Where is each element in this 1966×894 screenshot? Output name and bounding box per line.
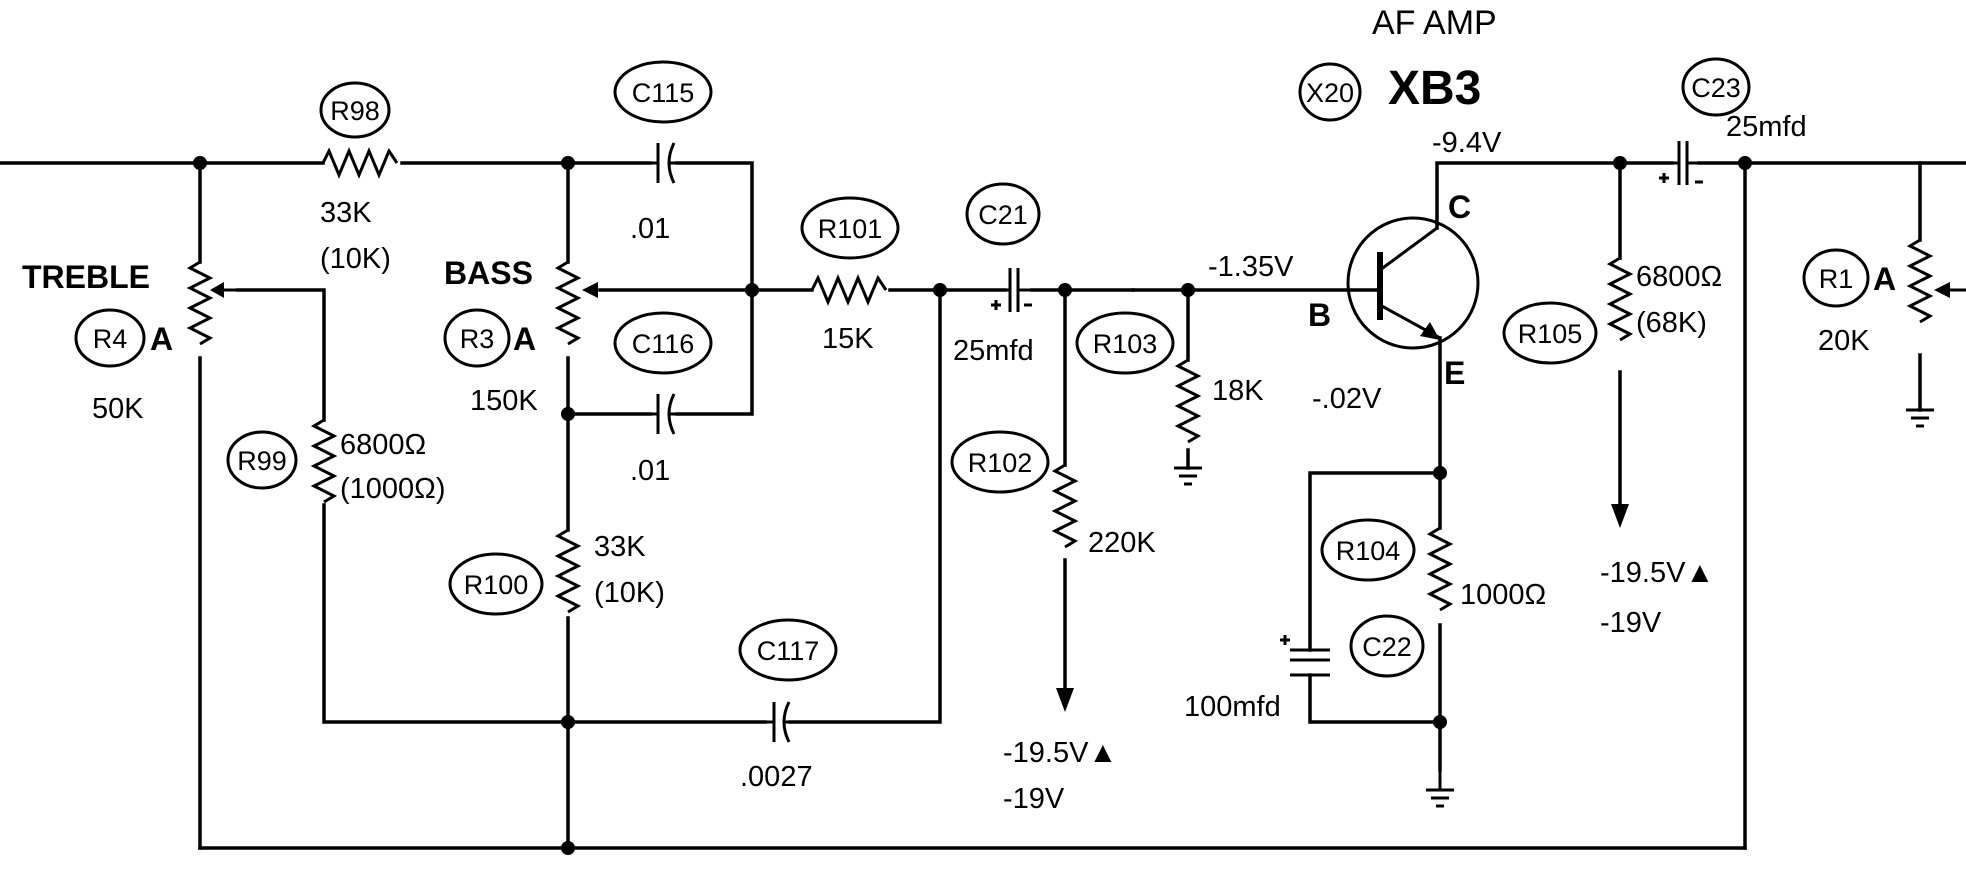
r99-value: 6800Ω <box>340 429 426 461</box>
r98-resistor <box>321 147 399 179</box>
r100-tag: R100 <box>464 570 529 600</box>
c21-value: 25mfd <box>953 335 1034 367</box>
r105-resistor <box>1606 256 1634 342</box>
r100-value: 33K <box>594 531 646 563</box>
r4-potentiometer <box>186 260 238 346</box>
c115-tag-bubble <box>613 60 713 124</box>
bass-label: BASS <box>444 255 533 291</box>
r98-value: 33K <box>320 197 372 229</box>
c23-capacitor <box>1659 141 1703 185</box>
r3-wiper-label: A <box>513 321 536 357</box>
ground-symbols <box>1174 408 1934 808</box>
r101-tag-bubble <box>800 196 900 260</box>
r1-potentiometer <box>1906 238 1966 324</box>
r100-alt-value: (10K) <box>594 577 665 609</box>
c23-value: 25mfd <box>1726 111 1807 143</box>
r102-tag: R102 <box>968 448 1033 478</box>
wires <box>0 161 1966 850</box>
x20-tag: X20 <box>1306 78 1354 108</box>
c22-value: 100mfd <box>1184 691 1281 723</box>
c117-capacitor <box>765 701 791 743</box>
base-pin-label: B <box>1308 297 1331 333</box>
r103-tag: R103 <box>1093 329 1158 359</box>
r102-supply-2: -19V <box>1003 783 1065 815</box>
r104-tag: R104 <box>1336 536 1401 566</box>
c116-tag: C116 <box>632 329 695 359</box>
r98-tag: R98 <box>330 96 380 126</box>
c117-value: .0027 <box>740 761 813 793</box>
r98-tag-bubble <box>319 81 391 139</box>
c115-capacitor <box>650 142 677 184</box>
r100-resistor <box>554 528 582 614</box>
r1-wiper-label: A <box>1873 261 1896 297</box>
tag-bubbles <box>74 57 1870 682</box>
treble-label: TREBLE <box>22 259 150 295</box>
transistor-xb3 <box>1346 216 1480 350</box>
c21-capacitor <box>991 268 1033 312</box>
c22-tag: C22 <box>1362 632 1412 662</box>
r105-alt-value: (68K) <box>1636 307 1707 339</box>
collector-pin-label: C <box>1448 189 1471 225</box>
supply-arrows <box>1056 504 1629 712</box>
r102-value: 220K <box>1088 527 1156 559</box>
r101-resistor <box>810 274 888 306</box>
labels: AF AMP X20 XB3 R98 33K (10K) C115 .01 R1… <box>22 4 1896 815</box>
c23-tag: C23 <box>1691 73 1741 103</box>
part-number: XB3 <box>1388 62 1481 115</box>
c115-tag: C115 <box>632 78 695 108</box>
r101-value: 15K <box>822 323 874 355</box>
r102-tag-bubble <box>950 430 1050 494</box>
r102-resistor <box>1051 463 1079 549</box>
c115-value: .01 <box>630 213 670 245</box>
r4-value: 50K <box>92 393 144 425</box>
r4-tag-bubble <box>74 308 146 368</box>
r105-value: 6800Ω <box>1636 261 1722 293</box>
r4-tag: R4 <box>93 324 128 354</box>
r98-alt-value: (10K) <box>320 243 391 275</box>
x20-tag-bubble <box>1298 62 1362 122</box>
r105-supply-2: -19V <box>1600 607 1662 639</box>
r102-supply-1: -19.5V▲ <box>1003 737 1117 769</box>
r99-resistor <box>310 418 338 504</box>
junction-dots <box>193 156 1752 855</box>
r100-tag-bubble <box>448 552 544 616</box>
r104-value: 1000Ω <box>1460 579 1546 611</box>
r103-resistor <box>1174 358 1202 444</box>
c21-tag: C21 <box>978 200 1028 230</box>
r3-value: 150K <box>470 385 538 417</box>
r103-value: 18K <box>1212 375 1264 407</box>
r1-tag: R1 <box>1819 264 1854 294</box>
c117-tag: C117 <box>757 636 820 666</box>
r101-tag: R101 <box>818 214 883 244</box>
r99-alt-value: (1000Ω) <box>340 473 446 505</box>
base-voltage: -1.35V <box>1208 251 1294 283</box>
r1-value: 20K <box>1818 325 1870 357</box>
r99-tag-bubble <box>226 430 298 490</box>
c23-tag-bubble <box>1681 57 1751 117</box>
r104-tag-bubble <box>1320 518 1416 582</box>
c117-tag-bubble <box>738 618 838 682</box>
c116-tag-bubble <box>613 311 713 375</box>
emitter-pin-label: E <box>1444 355 1465 391</box>
title-line1: AF AMP <box>1372 4 1497 42</box>
r4-wiper-label: A <box>150 321 173 357</box>
c22-capacitor <box>1280 635 1330 677</box>
c116-capacitor <box>650 393 677 435</box>
r105-tag: R105 <box>1518 319 1583 349</box>
r105-tag-bubble <box>1502 301 1598 365</box>
r99-tag: R99 <box>237 446 287 476</box>
r3-tag: R3 <box>460 324 495 354</box>
emitter-voltage: -.02V <box>1312 383 1382 415</box>
c22-tag-bubble <box>1349 614 1425 678</box>
collector-voltage: -9.4V <box>1432 127 1502 159</box>
r1-tag-bubble <box>1802 248 1870 308</box>
r3-tag-bubble <box>443 308 511 368</box>
r104-resistor <box>1426 526 1454 612</box>
r3-potentiometer <box>554 260 598 346</box>
c116-value: .01 <box>630 455 670 487</box>
c21-tag-bubble <box>965 182 1041 246</box>
r105-supply-1: -19.5V▲ <box>1600 557 1714 589</box>
r103-tag-bubble <box>1075 311 1175 375</box>
